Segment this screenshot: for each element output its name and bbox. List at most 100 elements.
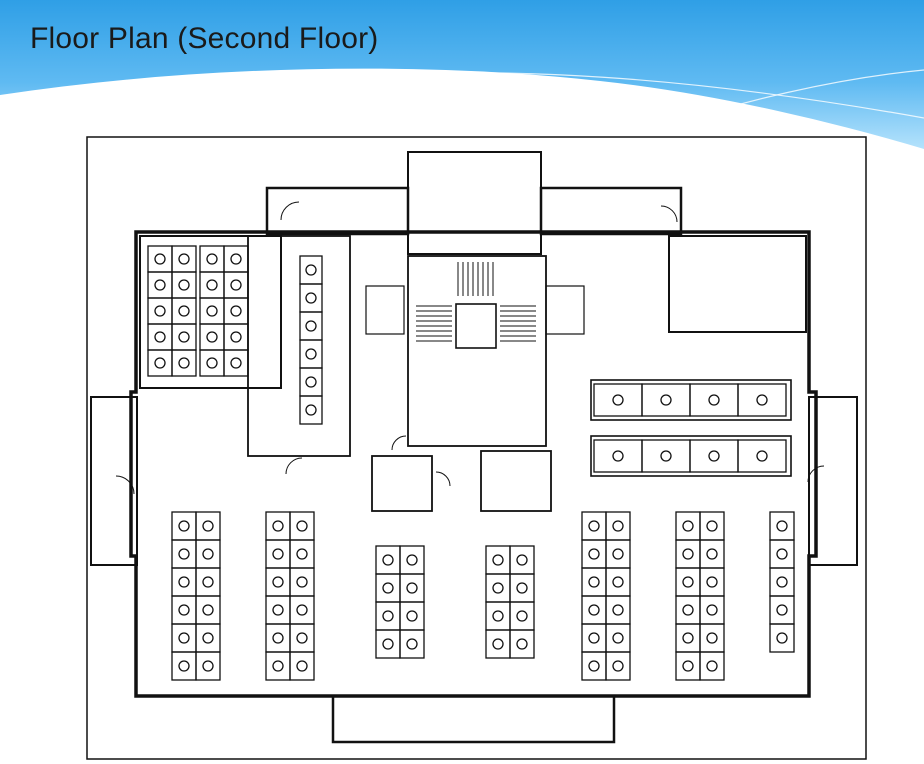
task-chair xyxy=(382,610,394,622)
task-chair xyxy=(682,604,694,616)
task-chair xyxy=(382,638,394,650)
task-chair xyxy=(178,576,190,588)
task-chair xyxy=(296,576,308,588)
task-chair xyxy=(272,632,284,644)
task-chair xyxy=(305,292,317,304)
task-chair xyxy=(305,348,317,360)
north-room-right xyxy=(539,186,683,236)
task-chair xyxy=(202,548,214,560)
task-chair xyxy=(706,632,718,644)
task-chair xyxy=(206,357,218,369)
task-chair xyxy=(612,520,624,532)
task-chair xyxy=(230,279,242,291)
task-chair xyxy=(382,582,394,594)
lobby xyxy=(407,255,547,447)
task-chair xyxy=(516,582,528,594)
task-chair xyxy=(154,279,166,291)
stair-landing xyxy=(455,303,497,349)
task-chair xyxy=(154,305,166,317)
task-chair xyxy=(756,394,768,406)
task-chair xyxy=(612,576,624,588)
task-chair xyxy=(178,548,190,560)
north-west-suite xyxy=(247,235,351,457)
task-chair xyxy=(178,604,190,616)
task-chair xyxy=(272,660,284,672)
stair-core xyxy=(407,151,542,255)
task-chair xyxy=(588,576,600,588)
task-chair xyxy=(708,394,720,406)
task-chair xyxy=(660,394,672,406)
task-chair xyxy=(588,548,600,560)
task-chair xyxy=(706,520,718,532)
task-chair xyxy=(305,376,317,388)
task-chair xyxy=(612,660,624,672)
task-chair xyxy=(272,520,284,532)
task-chair xyxy=(154,357,166,369)
workstation-cubicle xyxy=(399,629,425,659)
workstation-cubicle xyxy=(509,629,535,659)
task-chair xyxy=(706,548,718,560)
task-chair xyxy=(296,520,308,532)
task-chair xyxy=(706,576,718,588)
task-chair xyxy=(178,253,190,265)
workstation-cubicle xyxy=(299,395,323,425)
task-chair xyxy=(206,279,218,291)
door-swing-icon xyxy=(115,201,825,495)
task-chair xyxy=(406,638,418,650)
task-chair xyxy=(178,305,190,317)
task-chair xyxy=(178,279,190,291)
task-chair xyxy=(612,394,624,406)
task-chair xyxy=(612,604,624,616)
task-chair xyxy=(406,610,418,622)
workstation-cubicle xyxy=(699,651,725,681)
workstation-cubicle xyxy=(223,349,249,377)
task-chair xyxy=(492,638,504,650)
task-chair xyxy=(776,632,788,644)
west-office xyxy=(139,235,282,389)
task-chair xyxy=(202,660,214,672)
south-room xyxy=(331,694,616,744)
task-chair xyxy=(202,576,214,588)
task-chair xyxy=(588,632,600,644)
task-chair xyxy=(206,253,218,265)
workstation-cubicle xyxy=(289,651,315,681)
workstation-cubicle-icon xyxy=(147,245,795,681)
task-chair xyxy=(776,548,788,560)
task-chair xyxy=(516,610,528,622)
task-chair xyxy=(382,554,394,566)
task-chair xyxy=(230,331,242,343)
task-chair xyxy=(492,610,504,622)
task-chair xyxy=(492,582,504,594)
east-workstation-row-top xyxy=(590,379,792,421)
task-chair xyxy=(305,264,317,276)
task-chair xyxy=(406,582,418,594)
stair-icon xyxy=(416,262,536,342)
task-chair xyxy=(296,548,308,560)
task-chair xyxy=(230,253,242,265)
task-chair xyxy=(708,450,720,462)
task-chair xyxy=(154,253,166,265)
task-chair xyxy=(178,632,190,644)
task-chair xyxy=(706,660,718,672)
title-banner xyxy=(0,0,924,161)
task-chair xyxy=(706,604,718,616)
task-chair xyxy=(296,632,308,644)
elevator-right xyxy=(545,285,585,335)
workstation-cubicle xyxy=(171,349,197,377)
task-chair xyxy=(406,554,418,566)
workstation-cubicle xyxy=(769,623,795,653)
task-chair xyxy=(682,576,694,588)
task-chair xyxy=(206,331,218,343)
task-chair xyxy=(178,331,190,343)
task-chair xyxy=(206,305,218,317)
task-chair xyxy=(202,632,214,644)
task-chair xyxy=(682,548,694,560)
elevator-left xyxy=(365,285,405,335)
task-chair xyxy=(178,357,190,369)
task-chair xyxy=(612,450,624,462)
task-chair xyxy=(154,331,166,343)
east-bay xyxy=(808,396,858,566)
slide-title: Floor Plan (Second Floor) xyxy=(30,22,379,55)
task-chair xyxy=(588,604,600,616)
workstation-cubicle xyxy=(195,651,221,681)
